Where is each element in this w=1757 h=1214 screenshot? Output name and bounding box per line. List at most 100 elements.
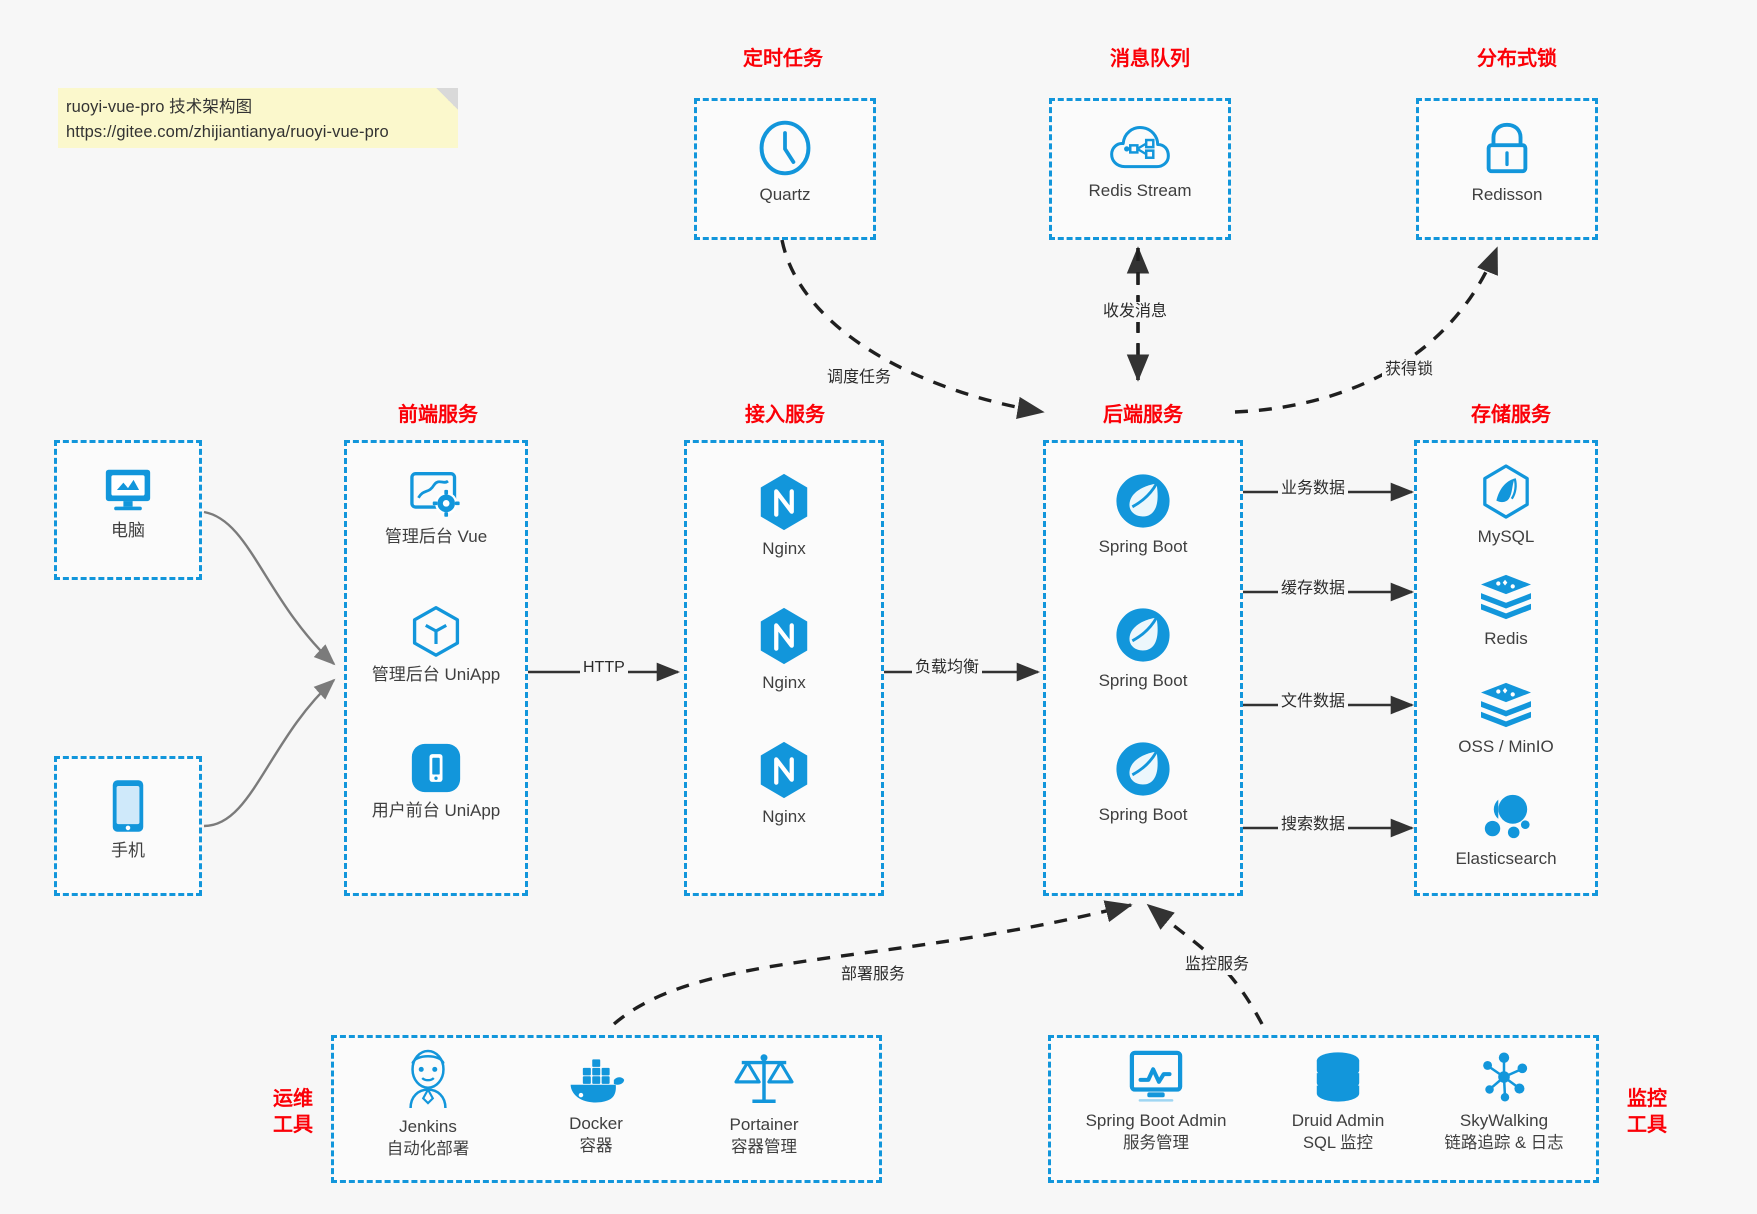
group-title-scheduler: 定时任务	[743, 48, 823, 70]
node-sublabel: SQL 监控	[1303, 1134, 1373, 1152]
node-label: Docker	[569, 1114, 623, 1133]
scales-icon	[734, 1054, 794, 1103]
node-label: Nginx	[762, 673, 806, 692]
node-label: Spring Boot	[1098, 537, 1188, 556]
edge-label-search-data: 搜索数据	[1278, 815, 1349, 835]
spring-leaf-icon	[1116, 474, 1170, 528]
group-box-lock[interactable]	[1416, 98, 1598, 240]
group-title-lock: 分布式锁	[1477, 48, 1557, 70]
cube-icon	[412, 606, 460, 657]
edge-label-business-data: 业务数据	[1278, 479, 1349, 499]
mobile-icon	[112, 780, 144, 832]
node-redis-stream[interactable]: Redis Stream	[1055, 122, 1225, 202]
node-label: 用户前台 UniApp	[371, 801, 501, 820]
node-user-uniapp[interactable]: 用户前台 UniApp	[348, 742, 524, 822]
edge-label-http: HTTP	[580, 658, 628, 678]
group-title-mq: 消息队列	[1110, 48, 1190, 70]
node-nginx-3[interactable]: Nginx	[690, 740, 878, 828]
docker-whale-icon	[570, 1059, 625, 1103]
node-label: Redisson	[1471, 185, 1543, 204]
edge-label-cache-data: 缓存数据	[1278, 579, 1349, 599]
diagram-note: ruoyi-vue-pro 技术架构图 https://gitee.com/zh…	[58, 88, 458, 148]
nginx-icon	[760, 607, 808, 665]
edge-label-load-balance: 负载均衡	[912, 658, 983, 678]
node-label: Nginx	[762, 807, 806, 826]
group-title-devops-line2: 工具	[273, 1114, 313, 1136]
node-label: MySQL	[1477, 527, 1535, 546]
node-label: SkyWalking	[1459, 1111, 1549, 1130]
desktop-icon	[105, 469, 151, 511]
node-label: Elasticsearch	[1455, 849, 1557, 868]
node-sublabel: 链路追踪 & 日志	[1444, 1134, 1564, 1152]
cloud-stream-icon	[1110, 126, 1170, 169]
node-spring-boot-1[interactable]: Spring Boot	[1049, 472, 1237, 558]
node-redis[interactable]: Redis	[1418, 572, 1594, 650]
jenkins-butler-icon	[409, 1049, 447, 1109]
node-label: 管理后台 Vue	[384, 527, 488, 546]
node-label: OSS / MinIO	[1458, 737, 1554, 756]
edge-label-acquire-lock: 获得锁	[1382, 360, 1437, 380]
node-label: Spring Boot	[1098, 671, 1188, 690]
node-admin-vue[interactable]: 管理后台 Vue	[348, 470, 524, 548]
node-label: Nginx	[762, 539, 806, 558]
group-box-devops[interactable]	[331, 1035, 882, 1183]
group-title-devops: 运维 工具	[258, 1086, 328, 1138]
node-druid-admin[interactable]: Druid Admin SQL 监控	[1250, 1050, 1426, 1154]
group-title-storage: 存储服务	[1471, 404, 1551, 426]
group-box-mq[interactable]	[1049, 98, 1231, 240]
node-quartz[interactable]: Quartz	[700, 118, 870, 206]
node-nginx-2[interactable]: Nginx	[690, 606, 878, 694]
edge-label-deploy-service: 部署服务	[838, 965, 909, 985]
node-label: Redis Stream	[1088, 181, 1192, 200]
node-label: Druid Admin	[1291, 1111, 1385, 1130]
node-skywalking[interactable]: SkyWalking 链路追踪 & 日志	[1416, 1050, 1592, 1154]
redis-stack-icon	[1481, 574, 1531, 620]
node-label: Portainer	[729, 1115, 799, 1134]
monitor-chart-icon	[1129, 1050, 1183, 1102]
node-label: Quartz	[759, 185, 811, 204]
mysql-dolphin-icon	[1483, 464, 1529, 519]
node-label: Jenkins	[399, 1117, 457, 1136]
group-title-monitor: 监控 工具	[1612, 1086, 1682, 1138]
node-docker[interactable]: Docker 容器	[508, 1055, 684, 1157]
database-icon	[1316, 1052, 1360, 1102]
node-admin-uniapp[interactable]: 管理后台 UniApp	[348, 604, 524, 686]
node-label: 手机	[111, 841, 145, 860]
node-label: Spring Boot	[1098, 805, 1188, 824]
spring-leaf-icon	[1116, 608, 1170, 662]
node-sublabel: 服务管理	[1123, 1134, 1189, 1152]
node-elasticsearch[interactable]: Elasticsearch	[1418, 790, 1594, 870]
node-jenkins[interactable]: Jenkins 自动化部署	[340, 1048, 516, 1160]
group-title-frontend: 前端服务	[398, 404, 478, 426]
node-nginx-1[interactable]: Nginx	[690, 472, 878, 560]
node-mobile[interactable]: 手机	[58, 778, 198, 862]
node-label: 管理后台 UniApp	[371, 665, 501, 684]
note-url: https://gitee.com/zhijiantianya/ruoyi-vu…	[66, 123, 389, 141]
node-spring-boot-2[interactable]: Spring Boot	[1049, 606, 1237, 692]
group-title-backend: 后端服务	[1103, 404, 1183, 426]
node-oss-minio[interactable]: OSS / MinIO	[1418, 680, 1594, 758]
nginx-icon	[760, 741, 808, 799]
node-sublabel: 自动化部署	[386, 1140, 470, 1158]
node-sublabel: 容器管理	[731, 1138, 797, 1156]
group-box-frontend[interactable]	[344, 440, 528, 896]
nginx-icon	[760, 473, 808, 531]
spring-leaf-icon	[1116, 742, 1170, 796]
note-title: ruoyi-vue-pro 技术架构图	[66, 98, 253, 116]
node-portainer[interactable]: Portainer 容器管理	[676, 1050, 852, 1158]
node-redisson[interactable]: Redisson	[1422, 120, 1592, 206]
clock-icon	[759, 120, 811, 176]
edge-label-file-data: 文件数据	[1278, 692, 1349, 712]
node-sublabel: 容器	[579, 1137, 613, 1155]
node-spring-boot-admin[interactable]: Spring Boot Admin 服务管理	[1058, 1050, 1254, 1154]
group-title-devops-line1: 运维	[273, 1088, 313, 1110]
group-title-monitor-line2: 工具	[1627, 1114, 1667, 1136]
group-title-monitor-line1: 监控	[1627, 1088, 1667, 1110]
node-mysql[interactable]: MySQL	[1418, 464, 1594, 548]
node-desktop[interactable]: 电脑	[58, 466, 198, 542]
node-spring-boot-3[interactable]: Spring Boot	[1049, 740, 1237, 826]
node-label: Spring Boot Admin	[1085, 1111, 1227, 1130]
network-nodes-icon	[1483, 1052, 1528, 1102]
note-fold-corner	[436, 88, 458, 110]
